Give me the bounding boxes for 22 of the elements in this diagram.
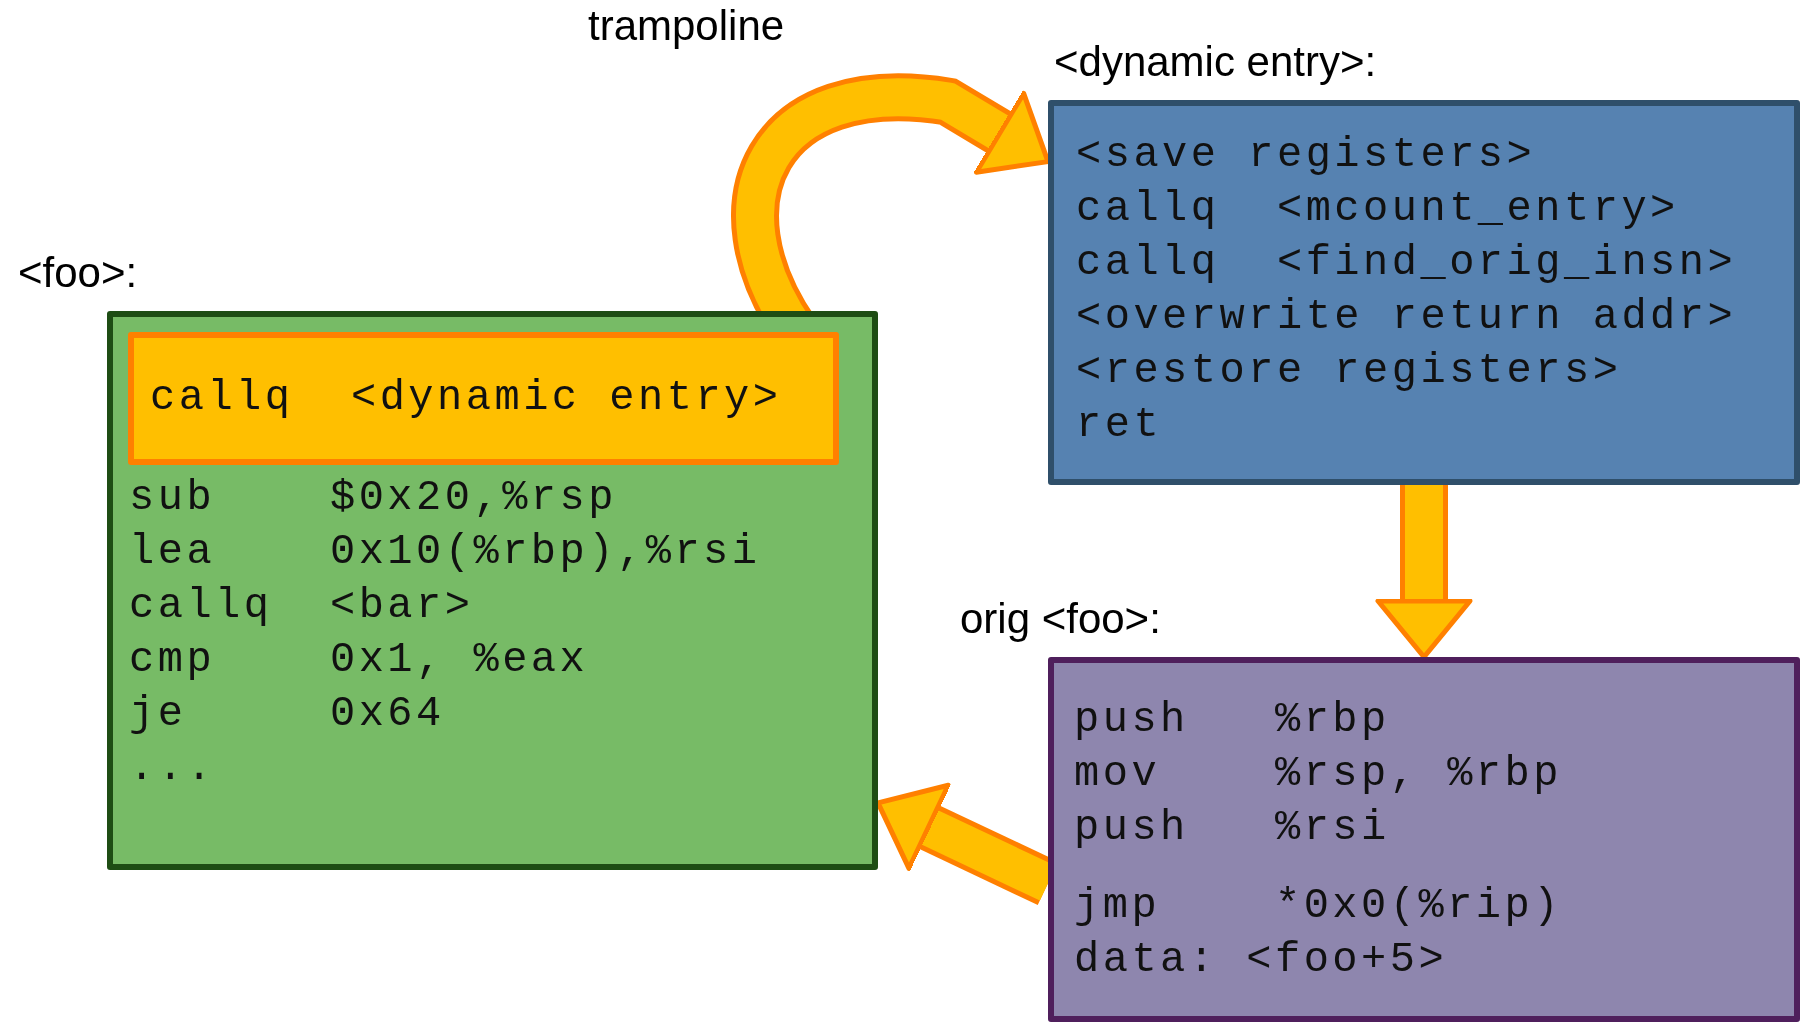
code-line: cmp 0x1, %eax — [129, 635, 589, 686]
heading: orig <foo>: — [960, 595, 1161, 643]
code-line: <save registers> — [1076, 130, 1536, 181]
code-line: lea 0x10(%rbp),%rsi — [129, 527, 761, 578]
heading: <dynamic entry>: — [1054, 38, 1377, 86]
heading: <foo>: — [18, 249, 138, 297]
code-line: <restore registers> — [1076, 346, 1622, 397]
code-line: callq <dynamic entry> — [150, 373, 782, 424]
code-panel — [128, 332, 839, 465]
code-line: <overwrite return addr> — [1076, 292, 1737, 343]
code-line: callq <mcount_entry> — [1076, 184, 1679, 235]
code-line: sub $0x20,%rsp — [129, 473, 617, 524]
code-line: ret — [1076, 400, 1163, 451]
code-line: ... — [129, 743, 216, 794]
code-line: callq <find_orig_insn> — [1076, 238, 1737, 289]
code-line: push %rsi — [1074, 803, 1390, 854]
code-line: jmp *0x0(%rip) — [1074, 881, 1562, 932]
code-line: push %rbp — [1074, 695, 1390, 746]
code-line: mov %rsp, %rbp — [1074, 749, 1562, 800]
code-line: je 0x64 — [129, 689, 445, 740]
code-line: callq <bar> — [129, 581, 474, 632]
code-line: data: <foo+5> — [1074, 935, 1448, 986]
